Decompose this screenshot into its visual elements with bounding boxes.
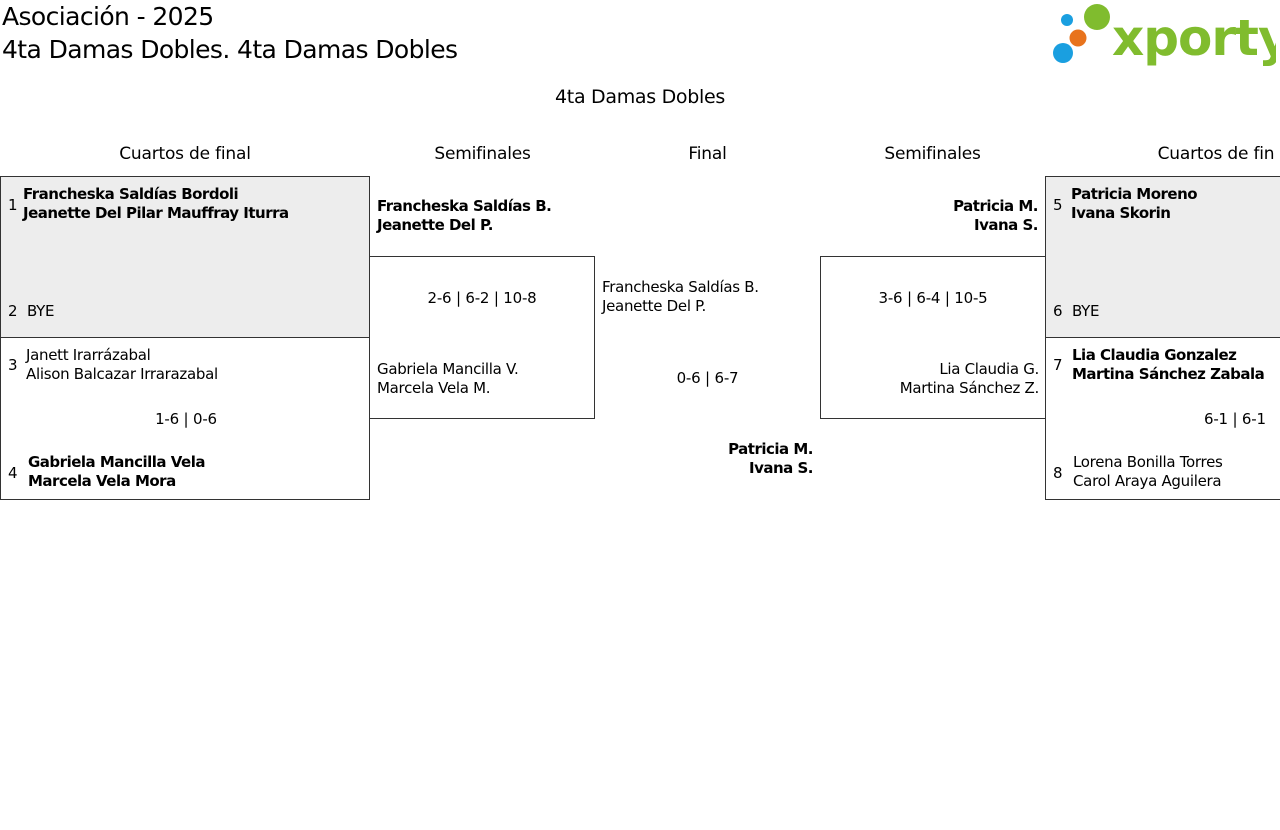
team-player-1: Francheska Saldías Bordoli — [23, 185, 239, 203]
match-score: 2-6 | 6-2 | 10-8 — [427, 289, 537, 307]
match-score: 0-6 | 6-7 — [676, 369, 739, 387]
match-qf-right-1[interactable]: 5 Patricia Moreno Ivana Skorin 6 BYE — [1045, 176, 1280, 338]
match-sf-left[interactable]: 2-6 | 6-2 | 10-8 Gabriela Mancilla V. Ma… — [369, 256, 595, 419]
sf-right-top-player-2: Ivana S. — [973, 216, 1039, 234]
sf-left-top-player-2: Jeanette Del P. — [377, 216, 493, 234]
seed-number: 8 — [1053, 464, 1063, 482]
team-player-2: Carol Araya Aguilera — [1073, 472, 1222, 490]
match-score: 6-1 | 6-1 — [1204, 410, 1266, 428]
team-player-1: Janett Irarrázabal — [26, 346, 151, 364]
seed-number: 4 — [8, 464, 18, 482]
team-player-1: Patricia Moreno — [1071, 185, 1198, 203]
round-header-qf-left: Cuartos de final — [119, 144, 251, 164]
team-player-2: Martina Sánchez Z. — [899, 379, 1040, 397]
round-header-qf-right: Cuartos de fin — [1157, 144, 1275, 164]
team-player-2: Martina Sánchez Zabala — [1072, 365, 1265, 383]
seed-number: 6 — [1053, 302, 1063, 320]
match-qf-right-2[interactable]: 7 Lia Claudia Gonzalez Martina Sánchez Z… — [1045, 337, 1280, 500]
team-player-2: Marcela Vela M. — [377, 379, 491, 397]
sf-left-top-player-1: Francheska Saldías B. — [377, 197, 552, 215]
team-player-1: Lorena Bonilla Torres — [1073, 453, 1223, 471]
match-score: 3-6 | 6-4 | 10-5 — [878, 289, 988, 307]
round-header-sf-left: Semifinales — [434, 144, 531, 164]
bye-label: BYE — [27, 302, 55, 320]
bye-label: BYE — [1072, 302, 1100, 320]
match-sf-right[interactable]: 3-6 | 6-4 | 10-5 Lia Claudia G. Martina … — [820, 256, 1046, 419]
team-player-2: Marcela Vela Mora — [28, 472, 176, 490]
round-header-sf-right: Semifinales — [884, 144, 981, 164]
match-qf-left-1[interactable]: 1 Francheska Saldías Bordoli Jeanette De… — [0, 176, 370, 338]
team-player-2: Alison Balcazar Irrarazabal — [26, 365, 218, 383]
xporty-logo[interactable]: xporty — [1050, 2, 1280, 68]
team-player-1: Lia Claudia G. — [939, 360, 1039, 378]
match-qf-left-2[interactable]: 3 Janett Irarrázabal Alison Balcazar Irr… — [0, 337, 370, 500]
seed-number: 3 — [8, 356, 18, 374]
seed-number: 5 — [1053, 196, 1063, 214]
final-top-player-2: Jeanette Del P. — [602, 297, 707, 315]
match-score: 1-6 | 0-6 — [155, 410, 217, 428]
round-header-final: Final — [688, 144, 727, 164]
logo-wordmark: xporty — [1112, 9, 1276, 67]
final-bottom-player-1: Patricia M. — [728, 440, 813, 458]
seed-number: 2 — [8, 302, 18, 320]
team-player-2: Ivana Skorin — [1071, 204, 1171, 222]
tournament-title: Asociación - 2025 — [2, 2, 214, 31]
final-top-player-1: Francheska Saldías B. — [602, 278, 759, 296]
final-bottom-player-2: Ivana S. — [748, 459, 814, 477]
xporty-logo-mark: xporty — [1053, 4, 1280, 67]
event-subtitle: 4ta Damas Dobles. 4ta Damas Dobles — [2, 35, 458, 64]
team-player-1: Lia Claudia Gonzalez — [1072, 346, 1237, 364]
match-final[interactable]: Francheska Saldías B. Jeanette Del P. 0-… — [595, 278, 820, 478]
seed-number: 1 — [8, 196, 18, 214]
bracket-title: 4ta Damas Dobles — [555, 86, 725, 108]
team-player-2: Jeanette Del Pilar Mauffray Iturra — [23, 204, 289, 222]
seed-number: 7 — [1053, 356, 1063, 374]
team-player-1: Gabriela Mancilla V. — [377, 360, 519, 378]
sf-right-top-player-1: Patricia M. — [953, 197, 1038, 215]
team-player-1: Gabriela Mancilla Vela — [28, 453, 205, 471]
